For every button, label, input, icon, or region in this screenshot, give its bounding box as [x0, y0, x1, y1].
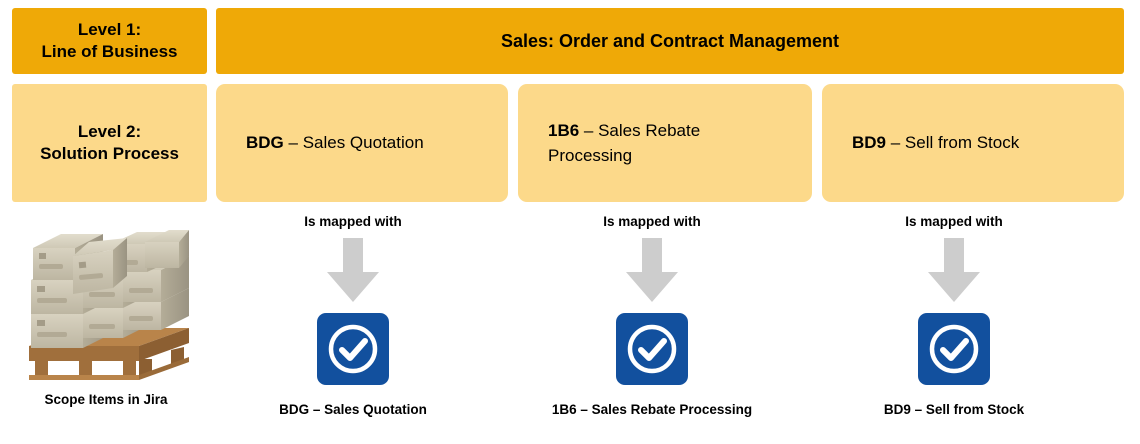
check-circle-icon[interactable]: [317, 313, 389, 385]
scope-items-source-column: Scope Items in Jira: [6, 228, 206, 407]
solution-process-separator-1b6: –: [579, 121, 599, 140]
solution-process-text-1b6: 1B6 – Sales Rebate Processing: [548, 118, 782, 168]
mapping-column-1b6: Is mapped with 1B6 – Sales Rebate Proces…: [506, 214, 798, 417]
mapping-relation-label-bd9: Is mapped with: [905, 214, 1003, 229]
solution-process-separator-bd9: –: [886, 133, 905, 152]
level-1-line-of-business-box[interactable]: Sales: Order and Contract Management: [216, 8, 1124, 74]
down-arrow-icon: [928, 238, 980, 302]
solution-process-name-bd9: Sell from Stock: [904, 133, 1020, 152]
solution-process-box-bdg[interactable]: BDG – Sales Quotation: [216, 84, 508, 202]
level-1-line-of-business-text: Sales: Order and Contract Management: [500, 30, 840, 51]
solution-process-code-bd9: BD9: [852, 133, 887, 152]
arrow-wrap-1b6: [624, 235, 680, 307]
solution-process-name-1b6: Sales Rebate Processing: [548, 121, 701, 165]
mapping-caption-bd9: BD9 – Sell from Stock: [883, 402, 1025, 417]
scope-items-caption: Scope Items in Jira: [44, 392, 168, 407]
down-arrow-icon: [626, 238, 678, 302]
level-1-row-label: Level 1: Line of Business: [12, 8, 207, 74]
tile-wrap-bdg[interactable]: [317, 313, 389, 390]
down-arrow-icon: [327, 238, 379, 302]
tile-wrap-bd9[interactable]: [918, 313, 990, 390]
solution-process-box-bd9[interactable]: BD9 – Sell from Stock: [822, 84, 1124, 202]
solution-process-text-bd9: BD9 – Sell from Stock: [852, 133, 1019, 153]
level-2-label-line-2: Solution Process: [40, 144, 179, 163]
arrow-wrap-bdg: [325, 235, 381, 307]
arrow-wrap-bd9: [926, 235, 982, 307]
tile-wrap-1b6[interactable]: [616, 313, 688, 390]
level-1-label-line-1: Level 1:: [77, 20, 142, 39]
check-circle-icon[interactable]: [918, 313, 990, 385]
solution-process-code-1b6: 1B6: [548, 121, 580, 140]
solution-process-code-bdg: BDG: [246, 133, 284, 152]
mapping-caption-1b6: 1B6 – Sales Rebate Processing: [551, 402, 753, 417]
mapping-column-bdg: Is mapped with BDG – Sales Quotation: [207, 214, 499, 417]
solution-process-separator-bdg: –: [283, 133, 303, 152]
pallet-of-boxes-icon: [29, 230, 189, 380]
solution-process-box-1b6[interactable]: 1B6 – Sales Rebate Processing: [518, 84, 812, 202]
solution-process-name-bdg: Sales Quotation: [302, 133, 424, 152]
level-1-label-line-2: Line of Business: [41, 42, 178, 61]
solution-process-text-bdg: BDG – Sales Quotation: [246, 133, 424, 153]
level-2-label-line-1: Level 2:: [77, 122, 142, 141]
mapping-relation-label-bdg: Is mapped with: [304, 214, 402, 229]
mapping-column-bd9: Is mapped with BD9 – Sell from Stock: [808, 214, 1100, 417]
level-2-row-label: Level 2: Solution Process: [12, 84, 207, 202]
box-layer-top: [33, 230, 189, 294]
check-circle-icon[interactable]: [616, 313, 688, 385]
mapping-relation-label-1b6: Is mapped with: [603, 214, 701, 229]
mapping-caption-bdg: BDG – Sales Quotation: [279, 402, 427, 417]
